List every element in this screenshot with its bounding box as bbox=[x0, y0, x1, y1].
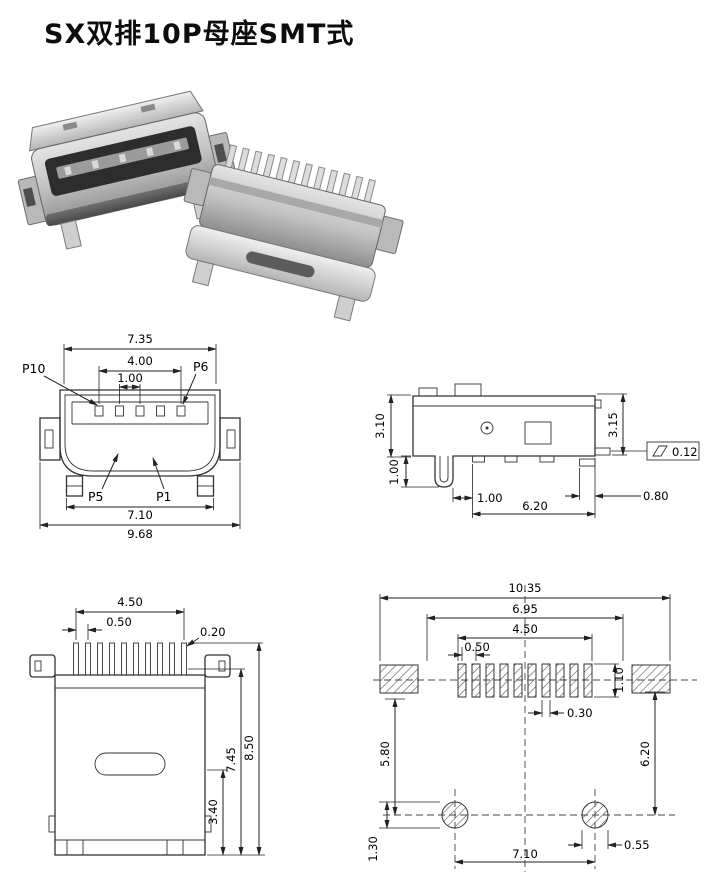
dim-1-10: 1.10 bbox=[612, 667, 626, 693]
dim-4-50: 4.50 bbox=[512, 622, 538, 636]
dim-4-50: 4.50 bbox=[117, 595, 143, 609]
product-photos bbox=[17, 90, 404, 322]
left-bracket bbox=[39, 417, 61, 461]
dim-6-20: 6.20 bbox=[638, 741, 652, 767]
dim-3-15: 3.15 bbox=[606, 412, 620, 438]
label-p1: P1 bbox=[156, 489, 172, 504]
bottom-dimensions: 4.50 0.50 0.20 3.40 7.45 8.50 bbox=[62, 595, 265, 856]
side-dimensions: 3.10 3.15 0.12 1.00 1.00 6.20 0.80 bbox=[373, 393, 700, 518]
mount-hole-right bbox=[581, 801, 609, 829]
center-slot bbox=[94, 752, 166, 776]
front-dimensions: 7.35 4.00 1.00 P10 P6 P5 P1 7.10 9.68 bbox=[22, 332, 241, 541]
page-title: SX双排10P母座SMT式 bbox=[44, 19, 355, 50]
photo-connector-back-view bbox=[183, 144, 404, 322]
label-p10: P10 bbox=[22, 361, 45, 376]
front-body bbox=[39, 389, 241, 497]
right-bracket bbox=[219, 417, 241, 461]
label-p6: P6 bbox=[193, 359, 209, 374]
bottom-view-drawing: 4.50 0.50 0.20 3.40 7.45 8.50 bbox=[29, 595, 265, 856]
dim-1-00: 1.00 bbox=[117, 371, 143, 385]
footprint-drawing: 10.35 6.95 4.50 0.50 1.10 0.30 bbox=[366, 581, 697, 872]
dim-9-68: 9.68 bbox=[127, 527, 153, 541]
dim-10-35: 10.35 bbox=[509, 581, 542, 595]
dim-0-20: 0.20 bbox=[200, 625, 226, 639]
dim-4-00: 4.00 bbox=[127, 354, 153, 368]
dim-0-50: 0.50 bbox=[106, 615, 132, 629]
dim-0-50: 0.50 bbox=[464, 640, 490, 654]
dim-1-00-h: 1.00 bbox=[477, 491, 503, 505]
dim-7-10: 7.10 bbox=[127, 508, 153, 522]
thickness-callout-box bbox=[646, 441, 700, 461]
smt-pin-upper bbox=[594, 447, 611, 456]
dim-0-55: 0.55 bbox=[624, 838, 650, 852]
dim-1-00-v: 1.00 bbox=[387, 459, 401, 485]
dim-7-45: 7.45 bbox=[224, 747, 238, 773]
right-ear bbox=[204, 654, 231, 678]
shield-pad-right bbox=[631, 664, 671, 694]
label-p5: P5 bbox=[88, 489, 104, 504]
side-view-drawing: 3.10 3.15 0.12 1.00 1.00 6.20 0.80 bbox=[373, 383, 700, 518]
dim-3-40: 3.40 bbox=[206, 799, 220, 825]
side-body bbox=[412, 383, 611, 488]
dim-6-20: 6.20 bbox=[522, 499, 548, 513]
dim-1-30: 1.30 bbox=[366, 836, 380, 862]
dim-0-30: 0.30 bbox=[567, 706, 593, 720]
dim-6-95: 6.95 bbox=[512, 602, 538, 616]
dim-7-10: 7.10 bbox=[512, 847, 538, 861]
dim-5-80: 5.80 bbox=[378, 741, 392, 767]
dim-0-12: 0.12 bbox=[672, 445, 698, 459]
left-ear bbox=[29, 654, 56, 678]
smt-pin-lower bbox=[579, 458, 596, 467]
front-view-drawing: 7.35 4.00 1.00 P10 P6 P5 P1 7.10 9.68 bbox=[22, 332, 241, 541]
dim-8-50: 8.50 bbox=[242, 735, 256, 761]
parallelism-symbol bbox=[652, 445, 668, 457]
dim-0-80: 0.80 bbox=[643, 489, 669, 503]
footprint-pads bbox=[379, 663, 671, 829]
bottom-body bbox=[29, 642, 231, 856]
footprint-dimensions: 10.35 6.95 4.50 0.50 1.10 0.30 bbox=[366, 581, 671, 865]
shield-pad-left bbox=[379, 664, 419, 694]
dim-7-35: 7.35 bbox=[127, 332, 153, 346]
mount-hole-left bbox=[441, 801, 469, 829]
photo-connector-front-view bbox=[17, 90, 237, 250]
dim-3-10: 3.10 bbox=[373, 413, 387, 439]
